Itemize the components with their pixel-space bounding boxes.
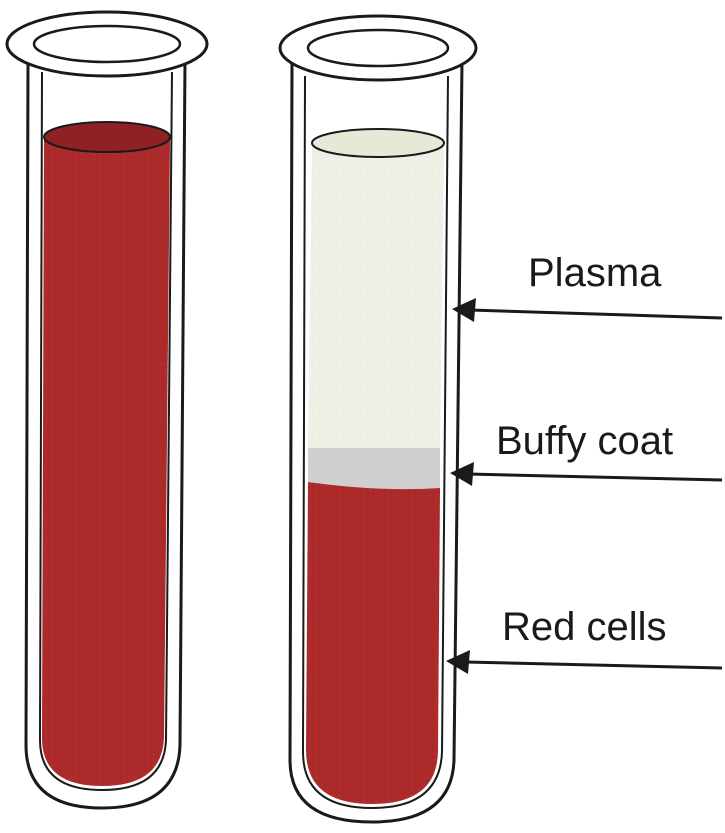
plasma-surface	[312, 129, 444, 157]
plasma-arrow-line	[470, 310, 722, 318]
blood-surface	[44, 122, 170, 152]
buffy-coat-callout: Buffy coat	[450, 419, 722, 486]
buffy-coat-layer	[308, 448, 440, 489]
tube-rim-inner	[308, 30, 448, 66]
red-cells-callout: Red cells	[446, 605, 722, 674]
whole-blood-tube	[7, 12, 207, 808]
buffy-coat-label: Buffy coat	[496, 419, 673, 463]
buffy-coat-arrow-line	[468, 474, 722, 480]
separated-tube	[280, 16, 476, 822]
red-cells-arrow-line	[466, 662, 722, 668]
plasma-label: Plasma	[528, 251, 662, 295]
tube-rim-inner	[34, 26, 180, 62]
plasma-callout: Plasma	[452, 251, 722, 322]
red-cells-label: Red cells	[502, 605, 667, 649]
